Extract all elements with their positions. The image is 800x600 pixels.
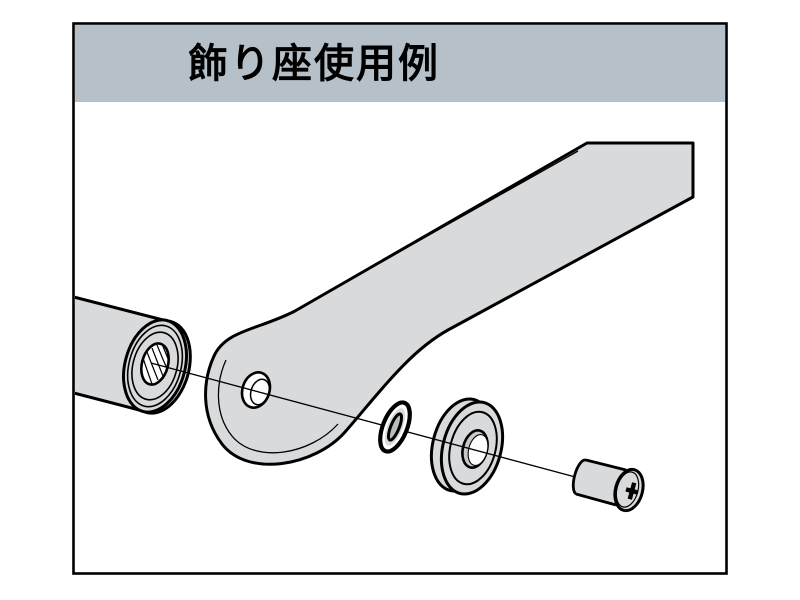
assembly-centerline <box>150 362 580 479</box>
washer-boss-ring <box>448 410 498 486</box>
threaded-rod <box>75 295 192 415</box>
exploded-assembly <box>75 141 695 513</box>
washer-hole-bore <box>467 433 489 467</box>
e-ring <box>378 400 412 454</box>
header-bar <box>75 25 725 102</box>
rod-chamfer-ring <box>126 324 184 408</box>
arm-top-highlight <box>302 150 579 307</box>
rod-inner-ring <box>131 331 179 401</box>
decorative-washer <box>429 397 505 496</box>
arm-cap-highlight <box>217 359 339 454</box>
e-ring-slot <box>386 412 404 442</box>
phillips-cross-icon <box>625 482 639 500</box>
phillips-screw <box>571 458 645 513</box>
arm-outline <box>204 141 695 466</box>
screw-shaft-top-edge <box>585 458 627 472</box>
flat-arm <box>204 141 695 466</box>
screw-shaft-bottom-edge <box>575 492 617 507</box>
page-title: 飾り座使用例 <box>188 42 440 86</box>
